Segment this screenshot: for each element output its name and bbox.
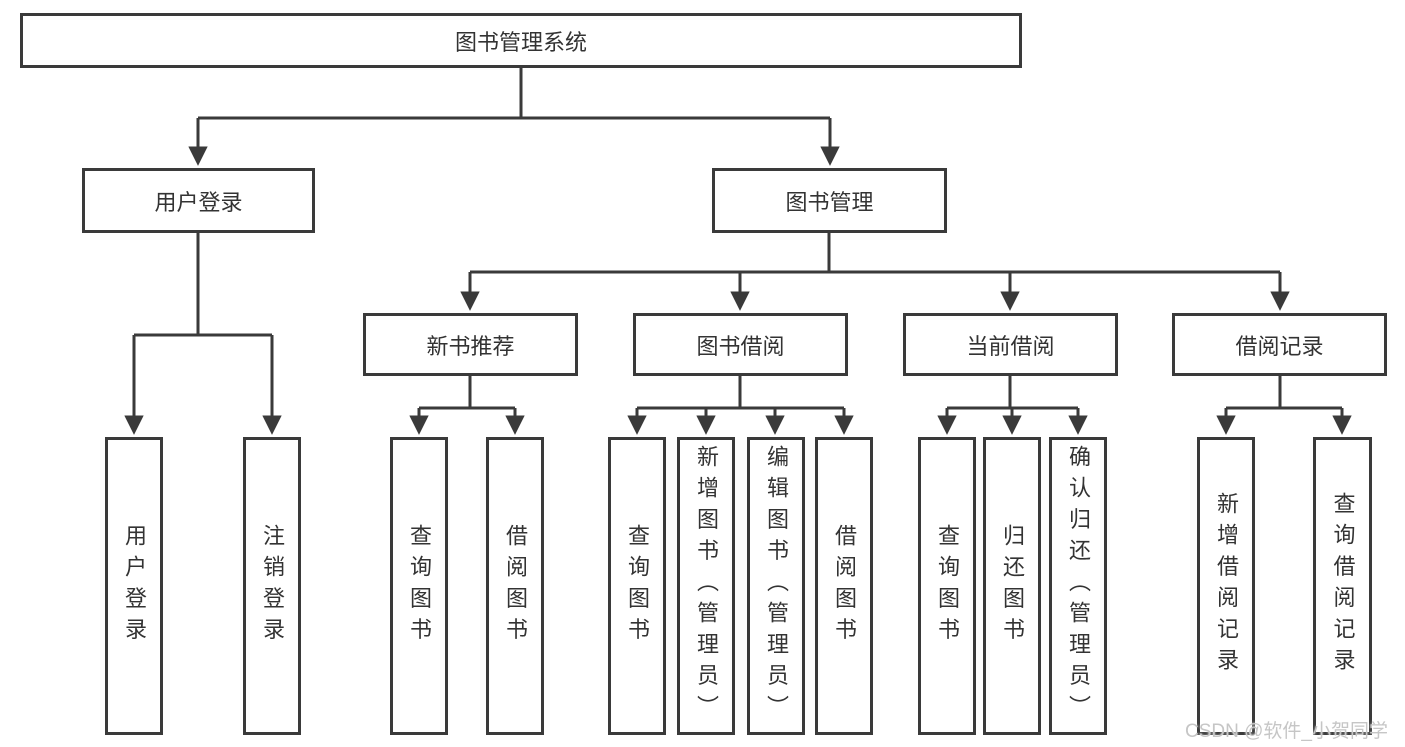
node-book-borrowing: 图书借阅 xyxy=(633,313,848,376)
node-add-books-admin: 新增图书（管理员） xyxy=(677,437,735,735)
node-confirm-return-admin: 确认归还（管理员） xyxy=(1049,437,1107,735)
node-add-borrow-record: 新增借阅记录 xyxy=(1197,437,1255,735)
node-query-books-3: 查询图书 xyxy=(918,437,976,735)
node-query-borrow-record: 查询借阅记录 xyxy=(1313,437,1372,735)
node-book-management: 图书管理 xyxy=(712,168,947,233)
node-new-book-recommendation: 新书推荐 xyxy=(363,313,578,376)
node-current-borrowing: 当前借阅 xyxy=(903,313,1118,376)
node-root: 图书管理系统 xyxy=(20,13,1022,68)
node-user-login: 用户登录 xyxy=(82,168,315,233)
node-borrowing-records: 借阅记录 xyxy=(1172,313,1387,376)
node-user-login-action: 用户登录 xyxy=(105,437,163,735)
watermark: CSDN @软件_小贺同学 xyxy=(1185,721,1388,742)
node-borrow-books-2: 借阅图书 xyxy=(815,437,873,735)
node-borrow-books-1: 借阅图书 xyxy=(486,437,544,735)
node-return-books: 归还图书 xyxy=(983,437,1041,735)
node-edit-books-admin: 编辑图书（管理员） xyxy=(747,437,805,735)
node-query-books-1: 查询图书 xyxy=(390,437,448,735)
node-query-books-2: 查询图书 xyxy=(608,437,666,735)
node-logout-action: 注销登录 xyxy=(243,437,301,735)
